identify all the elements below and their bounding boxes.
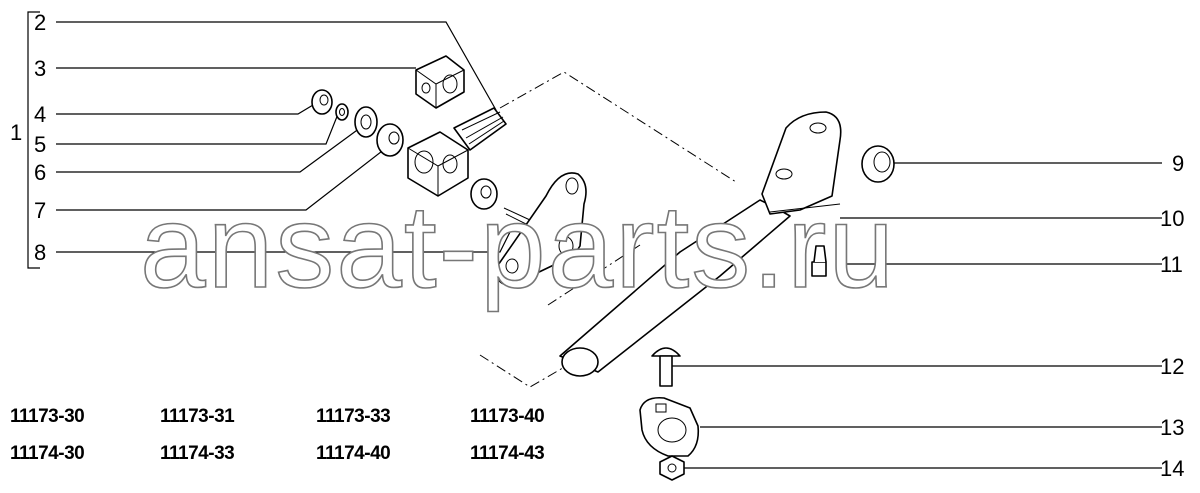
callout-3: 3 bbox=[34, 56, 47, 81]
part-2-shaft bbox=[407, 107, 507, 197]
callout-12: 12 bbox=[1160, 354, 1185, 379]
part-13-clamp bbox=[639, 396, 700, 457]
model-code: 11173-31 bbox=[160, 406, 235, 427]
part-11-bolt bbox=[811, 245, 827, 277]
model-code: 11174-33 bbox=[160, 443, 235, 464]
model-code: 11173-40 bbox=[470, 406, 545, 427]
part-14-nut bbox=[659, 455, 685, 481]
part-4-bushing bbox=[311, 89, 333, 115]
part-7-bushing bbox=[376, 123, 498, 210]
part-12-bolt bbox=[651, 347, 681, 387]
part-5-ring bbox=[335, 103, 349, 121]
leader-lines bbox=[56, 21, 1162, 469]
callout-8: 8 bbox=[34, 240, 47, 265]
assembly-axis bbox=[479, 71, 737, 388]
part-8-bracket bbox=[495, 172, 587, 286]
callout-2: 2 bbox=[34, 10, 47, 35]
part-3-block bbox=[415, 55, 465, 109]
group-bracket bbox=[27, 11, 40, 269]
callout-11: 11 bbox=[1160, 252, 1183, 277]
callout-14: 14 bbox=[1160, 456, 1185, 481]
model-code: 11173-33 bbox=[316, 406, 391, 427]
model-code: 11174-30 bbox=[10, 443, 85, 464]
part-10-lever bbox=[559, 111, 842, 377]
callout-9: 9 bbox=[1172, 151, 1185, 176]
model-code: 11173-30 bbox=[10, 406, 85, 427]
callout-7: 7 bbox=[34, 198, 47, 223]
callout-5: 5 bbox=[34, 132, 47, 157]
model-code: 11174-40 bbox=[316, 443, 391, 464]
model-code: 11174-43 bbox=[470, 443, 545, 464]
callout-13: 13 bbox=[1160, 415, 1185, 440]
callout-6: 6 bbox=[34, 160, 47, 185]
part-9-grommet bbox=[861, 145, 895, 183]
callout-1: 1 bbox=[10, 120, 23, 145]
part-6-washer bbox=[354, 106, 378, 138]
callout-10: 10 bbox=[1160, 206, 1185, 231]
watermark: ansat-parts.ru bbox=[139, 181, 896, 313]
callout-4: 4 bbox=[34, 102, 47, 127]
